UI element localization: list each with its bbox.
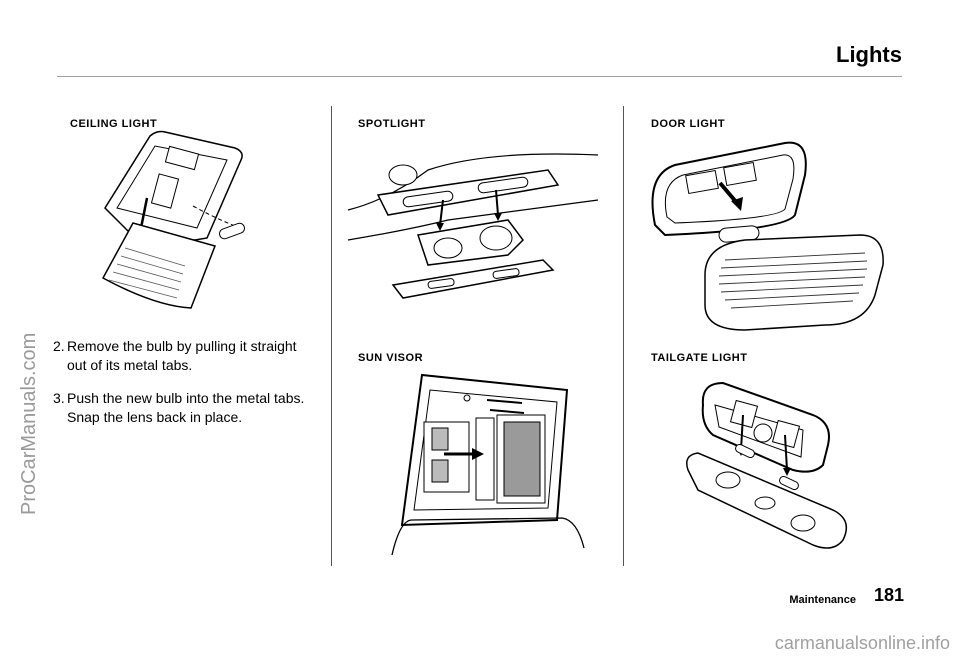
- step-3-number: 3.: [53, 390, 65, 406]
- column-divider-1: [331, 106, 332, 566]
- step-2-number: 2.: [53, 338, 65, 354]
- door-light-label: DOOR LIGHT: [651, 118, 726, 130]
- page-number: 181: [873, 585, 904, 605]
- step-3: 3. Push the new bulb into the metal tabs…: [53, 389, 313, 427]
- sun-visor-label: SUN VISOR: [358, 352, 424, 364]
- page-title: Lights: [836, 42, 902, 67]
- watermark-left: ProCarManuals.com: [18, 332, 40, 515]
- sun-visor-illustration: [392, 370, 597, 555]
- spotlight-label: SPOTLIGHT: [358, 118, 426, 130]
- step-2-text: Remove the bulb by pulling it straight o…: [67, 338, 297, 373]
- spotlight-illustration: [348, 130, 603, 320]
- tailgate-light-label: TAILGATE LIGHT: [651, 352, 748, 364]
- step-2: 2. Remove the bulb by pulling it straigh…: [53, 337, 313, 375]
- footer-section-name: Maintenance: [789, 594, 856, 606]
- header-rule: [57, 76, 902, 77]
- step-3-text: Push the new bulb into the metal tabs. S…: [67, 390, 305, 425]
- ceiling-light-label: CEILING LIGHT: [70, 118, 158, 130]
- ceiling-light-illustration: [95, 128, 255, 313]
- watermark-bottom: carmanualsonline.info: [774, 633, 950, 653]
- column-divider-2: [623, 106, 624, 566]
- door-light-illustration: [645, 135, 910, 335]
- tailgate-light-illustration: [683, 375, 868, 555]
